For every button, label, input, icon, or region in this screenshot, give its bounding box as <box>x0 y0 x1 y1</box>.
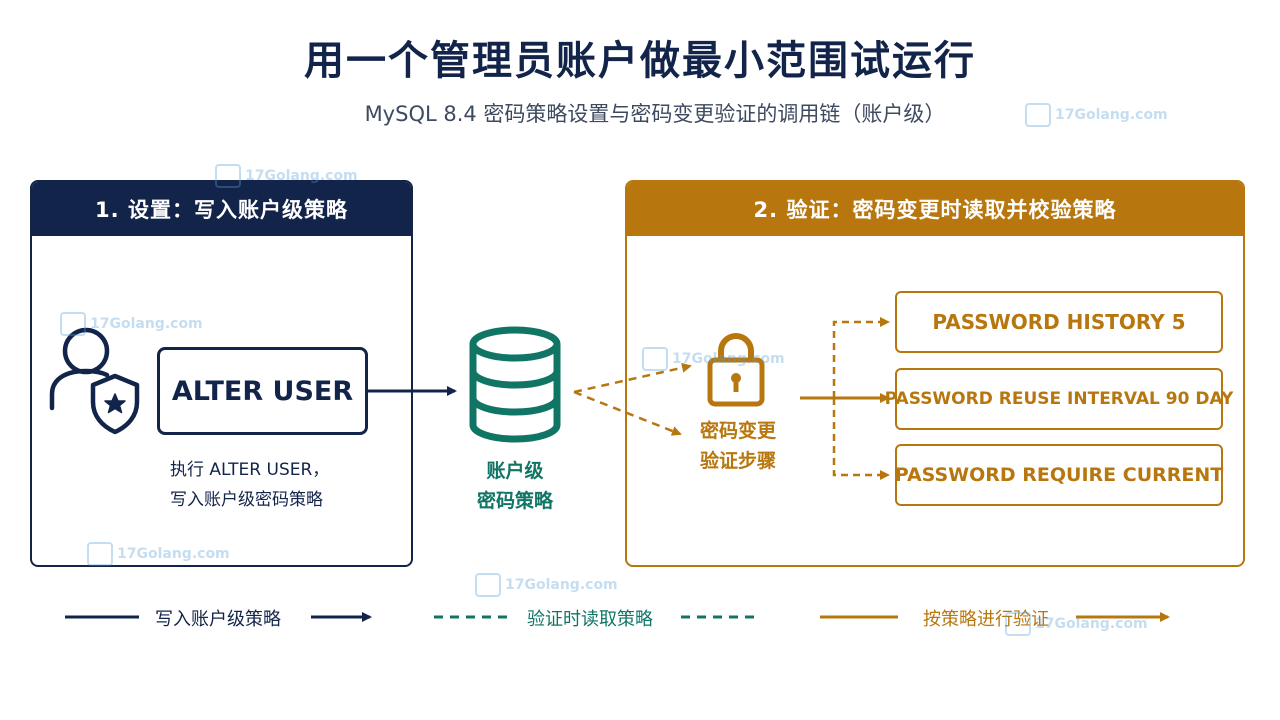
watermark-logo-icon <box>475 573 501 597</box>
branch-arrow-lower <box>832 398 890 480</box>
legend-verify-label: 按策略进行验证 <box>923 609 1049 630</box>
verify-step-line-1: 密码变更 <box>699 420 776 442</box>
watermark-logo-icon <box>642 347 668 371</box>
policy-password-reuse-interval: PASSWORD REUSE INTERVAL 90 DAY <box>885 368 1233 430</box>
watermark: 17Golang.com <box>1025 103 1168 127</box>
database-label-line-1: 账户级 <box>486 460 544 482</box>
alter-desc-line-2: 写入账户级密码策略 <box>170 490 323 510</box>
alter-user-description: 执行 ALTER USER， 写入账户级密码策略 <box>170 455 400 515</box>
watermark: 17Golang.com <box>87 542 230 566</box>
verify-panel-header: 2. 验证：密码变更时读取并校验策略 <box>627 182 1243 236</box>
watermark-logo-icon <box>60 312 86 336</box>
legend-write-label: 写入账户级策略 <box>155 609 281 630</box>
watermark: 17Golang.com <box>642 347 785 371</box>
watermark: 17Golang.com <box>60 312 203 336</box>
verify-step-line-2: 验证步骤 <box>699 450 776 472</box>
watermark: 17Golang.com <box>215 164 358 188</box>
watermark-logo-icon <box>87 542 113 566</box>
policy-password-require-current: PASSWORD REQUIRE CURRENT <box>895 444 1223 506</box>
page-title: 用一个管理员账户做最小范围试运行 <box>304 38 976 84</box>
verify-step-label: 密码变更 验证步骤 <box>678 416 798 476</box>
watermark: 17Golang.com <box>1005 612 1148 636</box>
setup-panel: 1. 设置：写入账户级策略 <box>30 180 413 567</box>
page-subtitle: MySQL 8.4 密码策略设置与密码变更验证的调用链（账户级） <box>364 102 946 126</box>
watermark-logo-icon <box>1025 103 1051 127</box>
branch-arrow-upper <box>832 317 890 398</box>
alter-desc-line-1: 执行 ALTER USER， <box>170 460 330 480</box>
read-arrow-lower <box>573 390 682 436</box>
lock-icon <box>707 333 765 407</box>
watermark-logo-icon <box>1005 612 1031 636</box>
policy-password-history: PASSWORD HISTORY 5 <box>895 291 1223 353</box>
setup-panel-header: 1. 设置：写入账户级策略 <box>32 182 411 236</box>
database-icon <box>469 326 561 443</box>
database-label: 账户级 密码策略 <box>450 456 580 516</box>
database-label-line-2: 密码策略 <box>476 490 553 512</box>
watermark: 17Golang.com <box>475 573 618 597</box>
read-arrow-upper <box>573 362 692 394</box>
legend-read-label: 验证时读取策略 <box>527 609 653 630</box>
alter-user-box: ALTER USER <box>157 347 368 435</box>
verify-panel: 2. 验证：密码变更时读取并校验策略 <box>625 180 1245 567</box>
watermark-logo-icon <box>215 164 241 188</box>
admin-user-shield-icon <box>49 327 140 435</box>
